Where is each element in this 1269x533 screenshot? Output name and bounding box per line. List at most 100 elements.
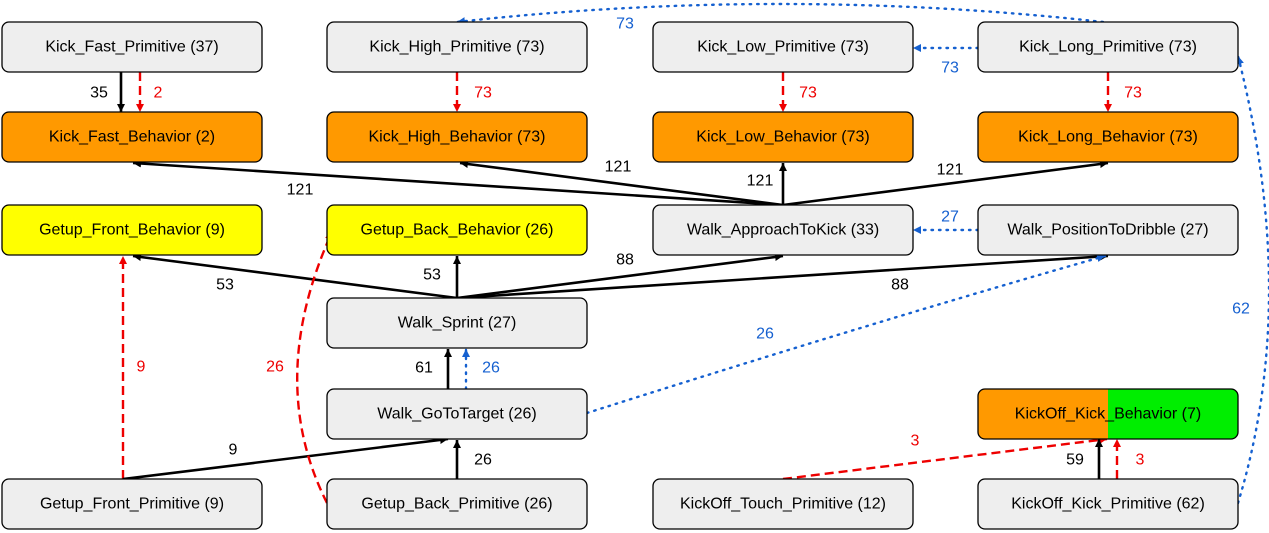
- node-box: [977, 388, 1239, 440]
- edge-label-goto-sprint-blue: 26: [482, 360, 500, 377]
- edge-label-fast-prim-behav-black: 35: [90, 85, 108, 102]
- node-kick-fast-behavior: Kick_Fast_Behavior (2): [1, 111, 263, 163]
- edge-long-prim-high-prim-blue: [455, 2, 1105, 26]
- edge-label-goto-dribble-blue: 26: [756, 326, 774, 343]
- node-label: Walk_ApproachToKick (33): [687, 222, 879, 239]
- node-label: Kick_High_Primitive (73): [369, 39, 544, 56]
- node-box: [1, 111, 263, 163]
- edges-layer: [117, 2, 1269, 505]
- edge-label-approach-high-behav: 121: [605, 159, 632, 176]
- node-label: Getup_Back_Primitive (26): [361, 496, 552, 513]
- node-label: Kick_Long_Behavior (73): [1018, 129, 1198, 146]
- node-box: [977, 111, 1239, 163]
- node-label: Getup_Front_Primitive (9): [40, 496, 224, 513]
- node-box: [1, 21, 263, 73]
- node-kick-high-primitive: Kick_High_Primitive (73): [326, 21, 588, 73]
- edge-label-approach-long-behav: 121: [937, 162, 964, 179]
- edge-label-approach-fast-behav: 121: [287, 182, 314, 199]
- node-label: Walk_Sprint (27): [398, 315, 517, 332]
- node-box: [652, 21, 914, 73]
- node-label: Getup_Front_Behavior (9): [39, 222, 225, 239]
- node-getup-front-primitive: Getup_Front_Primitive (9): [1, 478, 263, 530]
- node-label: Kick_Long_Primitive (73): [1019, 39, 1197, 56]
- edge-label-sprint-dribble: 88: [891, 277, 909, 294]
- node-kickoff-touch-primitive: KickOff_Touch_Primitive (12): [652, 478, 914, 530]
- node-label: Getup_Back_Behavior (26): [361, 222, 554, 239]
- edge-kickoff-prim-long-prim-blue: [1236, 54, 1269, 505]
- node-kick-long-behavior: Kick_Long_Behavior (73): [977, 111, 1239, 163]
- edge-approach-fast-behav: [132, 159, 784, 207]
- edge-sprint-getup-front: [132, 253, 458, 300]
- node-walk-positiontodribble: Walk_PositionToDribble (27): [977, 204, 1239, 256]
- node-box: [326, 204, 588, 256]
- node-box: [326, 21, 588, 73]
- node-getup-back-behavior: Getup_Back_Behavior (26): [326, 204, 588, 256]
- node-label: Kick_Fast_Primitive (37): [45, 39, 218, 56]
- node-label: KickOff_Kick_Primitive (62): [1011, 496, 1205, 513]
- node-label: Kick_Low_Behavior (73): [696, 129, 869, 146]
- node-label: Kick_Low_Primitive (73): [697, 39, 869, 56]
- edge-label-fast-prim-behav-red: 2: [154, 85, 163, 102]
- node-box: [652, 204, 914, 256]
- edge-label-getup-front-prim-goto: 9: [229, 442, 238, 459]
- node-label: KickOff_Touch_Primitive (12): [680, 496, 886, 513]
- edge-sprint-approach: [456, 253, 784, 300]
- node-kick-low-primitive: Kick_Low_Primitive (73): [652, 21, 914, 73]
- node-label: KickOff_Kick_Behavior (7): [1015, 406, 1201, 423]
- edge-label-low-prim-behav-red: 73: [799, 85, 817, 102]
- edge-label-kickoff-prim-behav-black: 59: [1066, 452, 1084, 469]
- edge-label-kickoff-prim-behav-red: 3: [1136, 452, 1145, 469]
- edge-label-getup-back-prim-goto: 26: [474, 452, 492, 469]
- edge-label-touch-kickoff-behav-red: 3: [911, 433, 920, 450]
- edge-goto-dribble-blue: [585, 254, 1107, 415]
- node-label: Walk_GoToTarget (26): [377, 406, 536, 423]
- node-box: [652, 111, 914, 163]
- edge-approach-long-behav: [782, 160, 1109, 207]
- edge-getup-front-prim-goto: [122, 436, 449, 481]
- node-box: [977, 478, 1239, 530]
- node-walk-sprint: Walk_Sprint (27): [326, 297, 588, 349]
- node-box: [652, 478, 914, 530]
- node-kickoff-kick-primitive: KickOff_Kick_Primitive (62): [977, 478, 1239, 530]
- node-kick-fast-primitive: Kick_Fast_Primitive (37): [1, 21, 263, 73]
- node-box: [977, 204, 1239, 256]
- edge-label-high-prim-behav-red: 73: [474, 85, 492, 102]
- edge-label-long-prim-behav-red: 73: [1124, 85, 1142, 102]
- edge-label-sprint-getup-front: 53: [216, 277, 234, 294]
- edge-labels-layer: 35 2 73 73 73 73 73 121 121 121 121 27 53 53 88 88 61 26 2…: [90, 16, 1250, 469]
- edge-label-sprint-getup-back: 53: [423, 267, 441, 284]
- node-box: [326, 111, 588, 163]
- edge-touch-kickoff-behav-red: [782, 436, 1108, 481]
- node-walk-gototarget: Walk_GoToTarget (26): [326, 388, 588, 440]
- edge-getup-back-prim-behav-red: [296, 231, 334, 504]
- node-label: Kick_Fast_Behavior (2): [49, 129, 215, 146]
- node-box: [1, 478, 263, 530]
- edge-label-long-prim-low-prim-blue: 73: [941, 60, 959, 77]
- edge-label-goto-sprint-black: 61: [415, 360, 433, 377]
- edge-label-dribble-approach-blue: 27: [941, 209, 959, 226]
- node-box: [326, 297, 588, 349]
- edge-label-long-prim-high-prim-blue: 73: [616, 16, 634, 33]
- node-getup-front-behavior: Getup_Front_Behavior (9): [1, 204, 263, 256]
- node-kickoff-kick-behavior: KickOff_Kick_Behavior (7): [977, 388, 1239, 440]
- edge-label-kickoff-prim-long-prim-blue: 62: [1232, 301, 1250, 318]
- edge-label-getup-back-prim-behav-red: 26: [266, 359, 284, 376]
- edge-label-approach-low-behav: 121: [747, 173, 774, 190]
- node-walk-approachtokick: Walk_ApproachToKick (33): [652, 204, 914, 256]
- nodes-layer: Kick_Fast_Primitive (37) Kick_High_Primit…: [1, 21, 1239, 530]
- node-box: [977, 21, 1239, 73]
- edge-label-getup-front-prim-behav-red: 9: [137, 359, 146, 376]
- node-kick-low-behavior: Kick_Low_Behavior (73): [652, 111, 914, 163]
- node-label: Walk_PositionToDribble (27): [1007, 222, 1208, 239]
- node-label: Kick_High_Behavior (73): [369, 129, 546, 146]
- node-box: [1, 204, 263, 256]
- node-kick-high-behavior: Kick_High_Behavior (73): [326, 111, 588, 163]
- node-kick-long-primitive: Kick_Long_Primitive (73): [977, 21, 1239, 73]
- edge-approach-high-behav: [459, 160, 784, 207]
- edge-label-sprint-approach: 88: [616, 252, 634, 269]
- node-getup-back-primitive: Getup_Back_Primitive (26): [326, 478, 588, 530]
- edge-sprint-dribble: [456, 252, 1109, 300]
- node-box: [326, 388, 588, 440]
